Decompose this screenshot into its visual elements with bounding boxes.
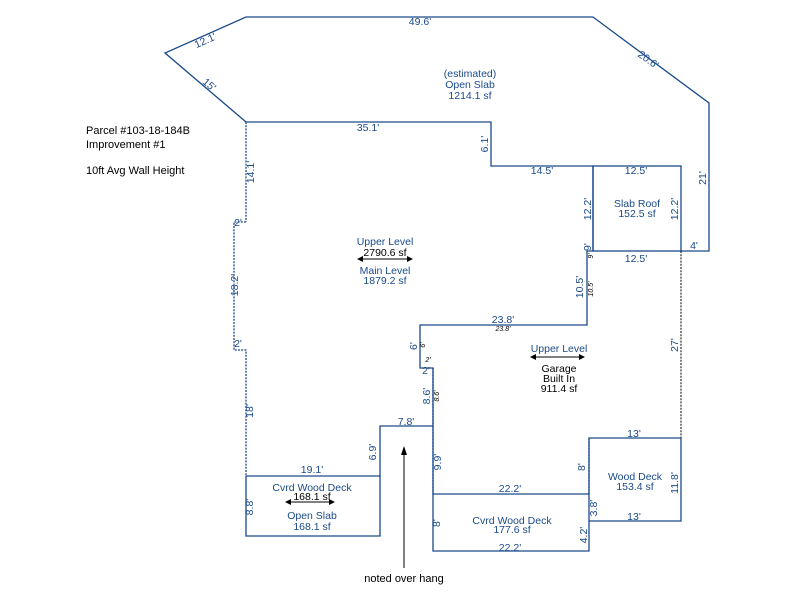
- dim-label: 11.8': [669, 472, 681, 494]
- overhang-note: noted over hang: [364, 573, 444, 585]
- wood-deck-outline: [588, 438, 682, 522]
- dim-label: 21': [697, 171, 709, 185]
- improvement-label: Improvement #1: [86, 139, 166, 151]
- main-west-wall-dashed-2: [233, 221, 247, 476]
- dim-label: 4': [690, 240, 698, 252]
- cvrd-deck-bottom-area: 177.6 sf: [493, 524, 530, 536]
- dim-label: 12.1': [193, 31, 218, 51]
- dim-label: 9.9': [432, 454, 444, 471]
- cvrd-deck-bottom-outline: [432, 494, 590, 552]
- dim-label: 6': [408, 342, 420, 350]
- dim-label: 15': [200, 76, 218, 94]
- dim-label: 9': [582, 243, 594, 251]
- slab-roof-area: 152.5 sf: [618, 208, 655, 220]
- dim-label: 3.8': [588, 500, 600, 517]
- garage-arrow: [530, 354, 585, 360]
- cvrd-deck-left-arrow: [285, 499, 335, 505]
- open-slab-left-area: 168.1 sf: [293, 521, 330, 533]
- dim-label: 13': [627, 511, 641, 523]
- parcel-info: Parcel #103-18-184B Improvement #1 10ft …: [86, 124, 190, 178]
- open-slab-estimated: (estimated): [444, 68, 497, 80]
- dim-label-small: 23.8': [495, 326, 512, 333]
- wall-height-label: 10ft Avg Wall Height: [86, 165, 185, 177]
- dim-label-small: 9': [588, 253, 595, 259]
- parcel-number: Parcel #103-18-184B: [86, 125, 190, 137]
- wood-deck-title: Wood Deck: [608, 471, 663, 483]
- dim-label: 6.9': [367, 444, 379, 461]
- dim-label: 12.2': [669, 198, 681, 220]
- wood-deck-area: 153.4 sf: [616, 481, 653, 493]
- dim-label-small: 6': [420, 342, 427, 348]
- dim-label: 6.1': [479, 136, 491, 153]
- cvrd-deck-left-outline: [245, 476, 381, 537]
- main-level-outline: [246, 121, 594, 477]
- garage-upper-title: Upper Level: [531, 343, 588, 355]
- slab-roof-title: Slab Roof: [614, 198, 660, 210]
- dim-label: 27': [669, 338, 681, 352]
- dim-label: 2': [422, 365, 430, 377]
- dim-label: 10.5': [574, 276, 586, 298]
- dim-label-small: 8.6': [434, 390, 441, 402]
- open-slab-area: 1214.1 sf: [448, 90, 491, 102]
- open-slab-outline: [163, 16, 710, 252]
- dim-label: 49.6': [409, 16, 431, 28]
- garage-area: 911.4 sf: [541, 383, 578, 395]
- dim-label: 2': [234, 338, 242, 350]
- dim-label: 14.1': [245, 161, 257, 183]
- dim-label: 18': [244, 404, 256, 418]
- open-slab-left-title: Open Slab: [287, 510, 337, 522]
- dim-label: 22.2': [499, 483, 521, 495]
- dim-label: 23.8': [492, 314, 514, 326]
- dim-label: 2': [234, 217, 242, 229]
- dim-label-small: 10.5': [588, 281, 595, 297]
- dim-label: 22.2': [499, 542, 521, 554]
- dim-label: 14.5': [531, 165, 553, 177]
- garage-title: Garage: [541, 363, 576, 375]
- dim-label-small: 2': [424, 357, 431, 364]
- main-level-title: Main Level: [360, 265, 411, 277]
- dim-label: 19.1': [301, 464, 323, 476]
- cvrd-deck-bottom-title: Cvrd Wood Deck: [472, 515, 552, 527]
- dim-label: 13': [627, 428, 641, 440]
- slab-roof-outline: [592, 165, 682, 252]
- dim-label: 8': [576, 463, 588, 471]
- dim-label: 7.8': [398, 416, 415, 428]
- dim-label: 8': [431, 519, 443, 527]
- dim-label: 12.5': [625, 165, 647, 177]
- main-level-area: 1879.2 sf: [363, 275, 406, 287]
- dim-label: 4.2': [578, 527, 590, 544]
- garage-built-in: Built In: [543, 373, 575, 385]
- dim-label: 35.1': [357, 122, 379, 134]
- dim-label: 12.5': [625, 253, 647, 265]
- cvrd-deck-left-area: 168.1 sf: [293, 491, 330, 503]
- overhang-arrow: [401, 446, 407, 568]
- dim-label: 12.2': [582, 198, 594, 220]
- dim-label: 20.6': [635, 49, 660, 72]
- dim-label: 18.2': [229, 274, 241, 296]
- upper-level-title: Upper Level: [357, 236, 414, 248]
- dim-label: 8.6': [421, 388, 433, 405]
- dim-label: 8.8': [244, 499, 256, 516]
- upper-level-area: 2790.6 sf: [363, 247, 406, 259]
- cvrd-deck-left-title: Cvrd Wood Deck: [272, 482, 352, 494]
- upper-main-arrow: [357, 256, 413, 262]
- open-slab-title: Open Slab: [445, 79, 495, 91]
